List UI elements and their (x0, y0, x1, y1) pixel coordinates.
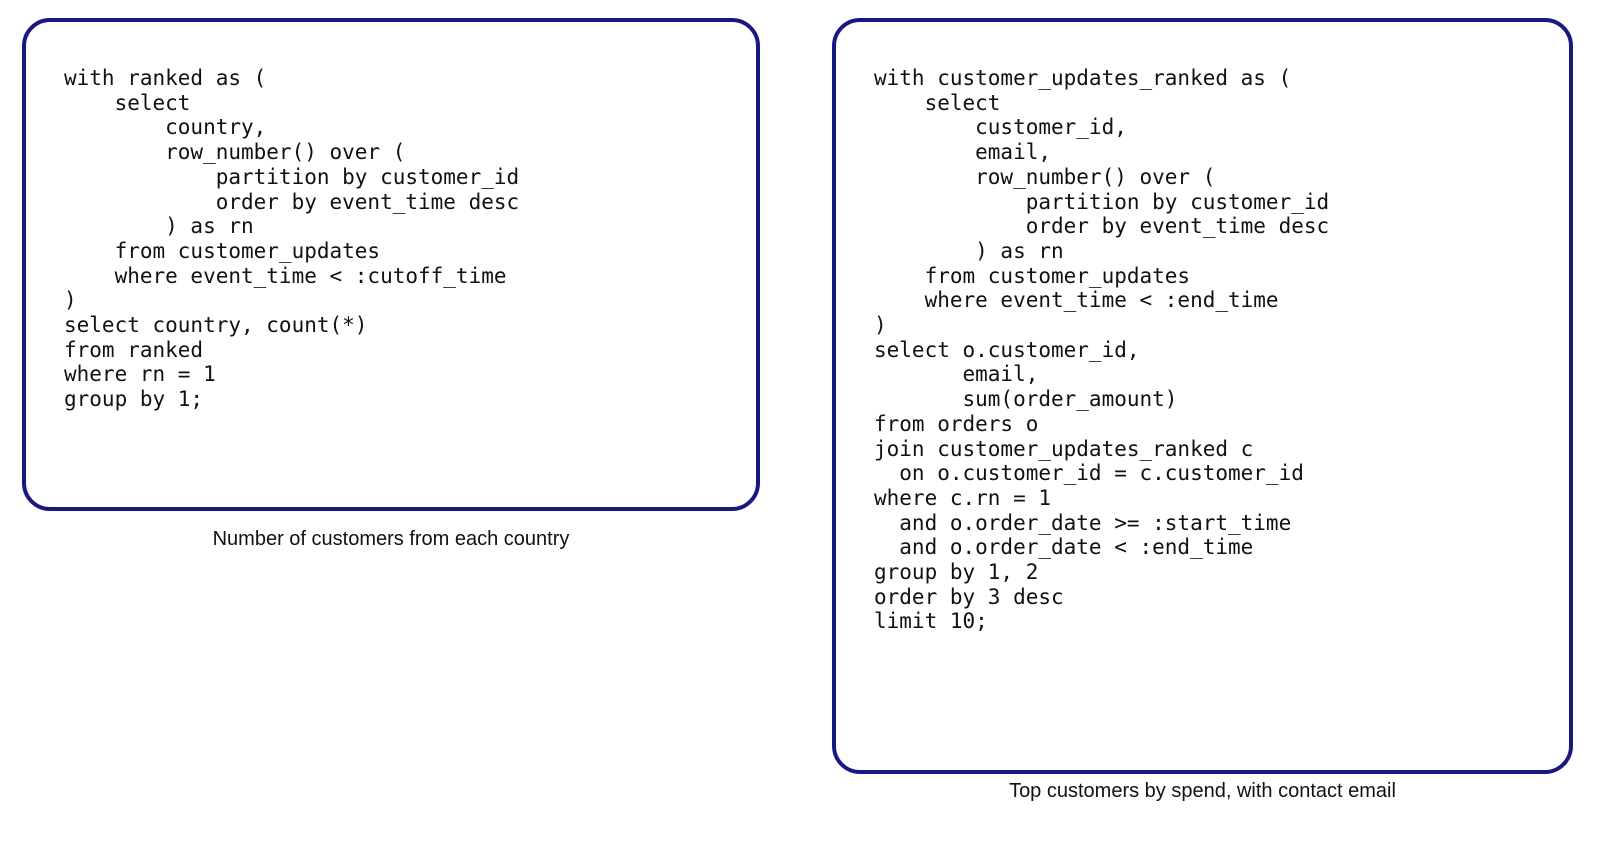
sql-panel-country-counts: with ranked as ( select country, row_num… (22, 18, 760, 511)
sql-code-top-customers: with customer_updates_ranked as ( select… (874, 66, 1330, 634)
sql-panel-top-customers: with customer_updates_ranked as ( select… (832, 18, 1573, 774)
panel-caption-country-counts: Number of customers from each country (212, 528, 570, 550)
panel-caption-top-customers: Top customers by spend, with contact ema… (1009, 780, 1396, 802)
sql-code-country-counts: with ranked as ( select country, row_num… (64, 66, 520, 412)
